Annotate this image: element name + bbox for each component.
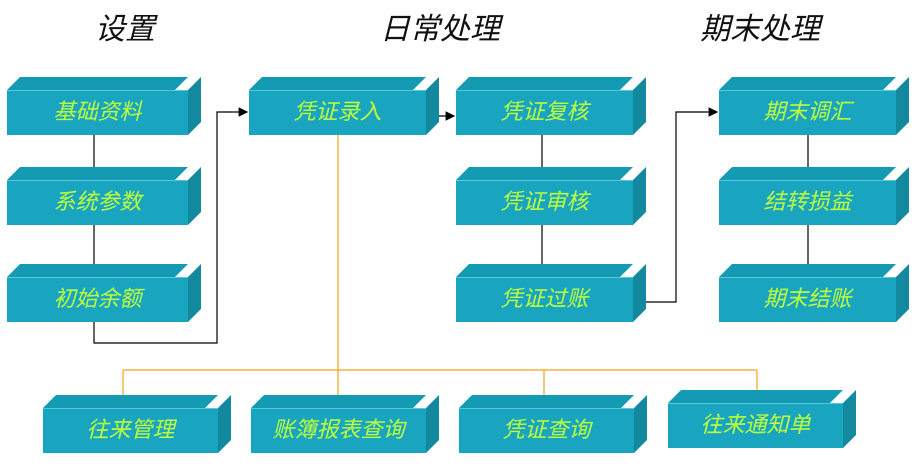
box-voucher-posting: 凭证过账 bbox=[456, 264, 646, 322]
box-ledger-report-query: 账簿报表查询 bbox=[251, 395, 439, 453]
box-label: 期末结账 bbox=[763, 287, 852, 312]
box-label: 凭证复核 bbox=[500, 100, 589, 125]
box-label: 往来通知单 bbox=[700, 413, 811, 438]
box-voucher-audit: 凭证审核 bbox=[456, 167, 646, 225]
box-label: 往来管理 bbox=[86, 418, 175, 443]
box-label: 凭证过账 bbox=[500, 287, 589, 312]
heading-period-end-processing: 期末处理 bbox=[700, 12, 820, 47]
arrow-initial-to-entry bbox=[93, 107, 249, 344]
heading-daily-processing: 日常处理 bbox=[380, 12, 500, 47]
box-label: 期末调汇 bbox=[763, 100, 852, 125]
box-label: 系统参数 bbox=[53, 190, 142, 215]
arrow-posting-to-adjust bbox=[631, 107, 719, 303]
box-label: 基础资料 bbox=[53, 100, 142, 125]
box-label: 凭证查询 bbox=[502, 418, 591, 443]
box-voucher-review: 凭证复核 bbox=[456, 77, 646, 135]
box-voucher-entry: 凭证录入 bbox=[249, 77, 439, 135]
box-system-params: 系统参数 bbox=[7, 167, 201, 225]
box-label: 凭证录入 bbox=[293, 100, 382, 125]
box-voucher-query: 凭证查询 bbox=[459, 395, 647, 453]
box-carry-profit-loss: 结转损益 bbox=[719, 167, 909, 225]
box-basic-data: 基础资料 bbox=[7, 77, 201, 135]
box-period-adjust: 期末调汇 bbox=[719, 77, 909, 135]
box-label: 凭证审核 bbox=[500, 190, 589, 215]
box-initial-balance: 初始余额 bbox=[7, 264, 201, 322]
box-period-close: 期末结账 bbox=[719, 264, 909, 322]
box-ar-ap-notice: 往来通知单 bbox=[668, 390, 856, 448]
box-ar-ap-management: 往来管理 bbox=[43, 395, 231, 453]
box-label: 初始余额 bbox=[53, 287, 142, 312]
box-label: 账簿报表查询 bbox=[272, 418, 405, 443]
heading-setup: 设置 bbox=[95, 12, 155, 47]
box-label: 结转损益 bbox=[763, 190, 852, 215]
